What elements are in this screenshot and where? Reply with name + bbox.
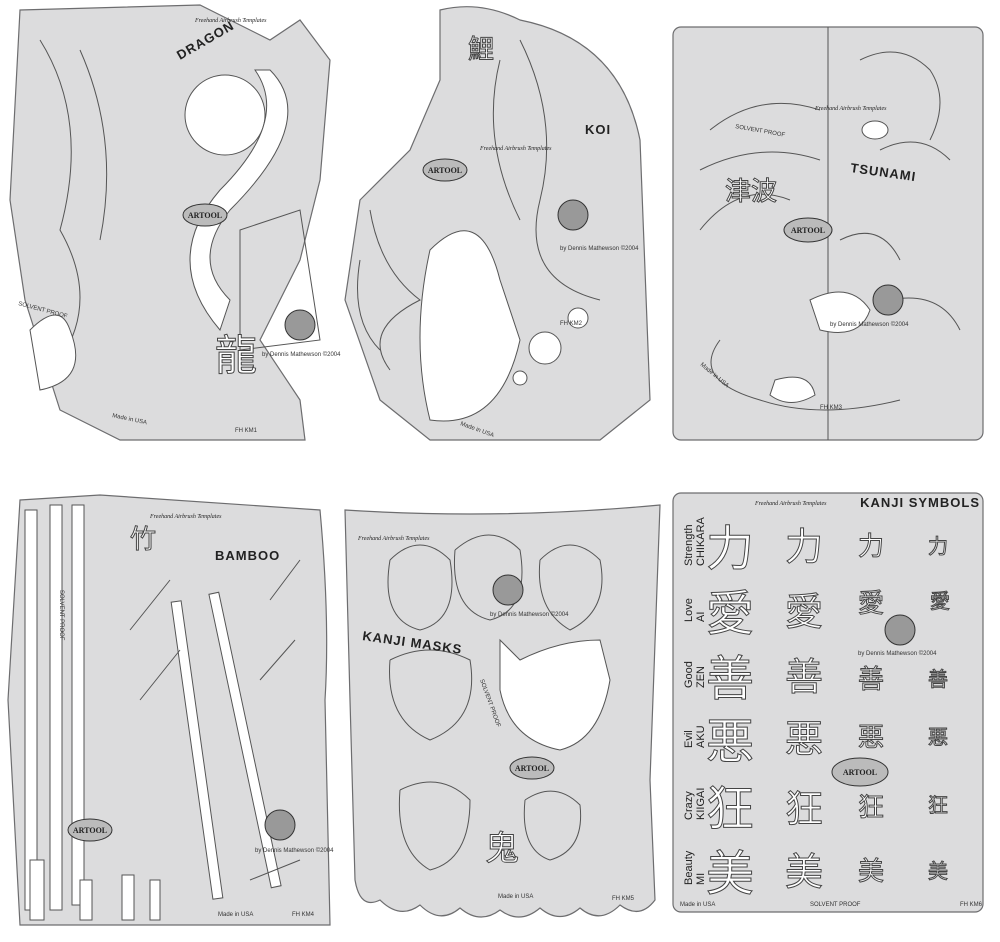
- kanji-glyph: 鬼: [485, 829, 519, 869]
- author-credit: by Dennis Mathewson ©2004: [255, 847, 334, 854]
- freehand-logo: Freehand Airbrush Templates: [194, 18, 267, 24]
- symbol-english: Good: [683, 661, 695, 688]
- symbol-english: Strength: [683, 524, 695, 566]
- symbol-english: Beauty: [683, 850, 695, 885]
- seal-logo: [264, 809, 296, 841]
- kanji-glyph: 力: [858, 532, 884, 562]
- artool-logo-text: ARTOOL: [515, 764, 549, 773]
- artool-logo: [67, 818, 113, 842]
- symbol-row-evil: Evil AKU 悪 悪 悪 悪: [683, 714, 949, 771]
- seal-logo: [557, 199, 589, 231]
- kanji-glyph: 狂: [928, 793, 948, 817]
- kanji-glyph: 美: [706, 846, 754, 902]
- kanji-glyph: 竹: [130, 525, 156, 555]
- kanji-glyph: 愛: [785, 590, 823, 634]
- product-code: FH KM6: [960, 902, 983, 908]
- panel-title: KOI: [585, 122, 611, 137]
- artool-logo-text: ARTOOL: [843, 768, 877, 777]
- kanji-glyph: 美: [928, 859, 948, 883]
- artool-logo-text: ARTOOL: [791, 226, 825, 235]
- artool-logo: [831, 757, 889, 787]
- artool-logo: [783, 217, 833, 243]
- freehand-logo: Freehand Airbrush Templates: [479, 146, 552, 152]
- seal-logo: [284, 309, 316, 341]
- symbol-row-crazy: Crazy KIIGAI 狂 狂 狂 狂: [683, 781, 949, 838]
- product-code: FH KM1: [235, 428, 258, 434]
- panel-kanji-masks: ARTOOL Freehand Airbrush Templates KANJI…: [344, 504, 661, 918]
- author-credit: by Dennis Mathewson ©2004: [490, 611, 569, 618]
- made-in-label: Made in USA: [498, 894, 533, 900]
- symbol-romaji: KIIGAI: [695, 788, 707, 820]
- product-code: FH KM4: [292, 912, 315, 918]
- freehand-logo: Freehand Airbrush Templates: [149, 514, 222, 520]
- kanji-glyph: 美: [785, 850, 823, 894]
- kanji-glyph: 狂: [706, 781, 754, 837]
- symbol-row-strength: Strength CHIKARA 力 力 力 力: [683, 516, 949, 577]
- kanji-glyph: 龍: [215, 331, 257, 380]
- panel-dragon: ARTOOL Freehand Airbrush Templates DRAGO…: [9, 4, 341, 441]
- kanji-glyph: 愛: [706, 586, 754, 642]
- author-credit: by Dennis Mathewson ©2004: [560, 245, 639, 252]
- artool-logo-text: ARTOOL: [188, 211, 222, 220]
- kanji-glyph: 力: [785, 525, 823, 569]
- symbol-romaji: AKU: [695, 725, 707, 748]
- author-credit: by Dennis Mathewson ©2004: [858, 650, 937, 657]
- product-code: FH KM3: [820, 405, 843, 411]
- panel-bamboo: ARTOOL Freehand Airbrush Templates BAMBO…: [7, 494, 334, 926]
- symbol-romaji: AI: [695, 612, 707, 622]
- symbol-romaji: MI: [695, 873, 707, 885]
- symbol-english: Evil: [683, 730, 695, 748]
- panel-title: KANJI SYMBOLS: [860, 495, 980, 510]
- freehand-logo: Freehand Airbrush Templates: [754, 501, 827, 507]
- kanji-glyph: 悪: [928, 725, 948, 749]
- kanji-glyph: 愛: [858, 589, 884, 619]
- kanji-glyph: 狂: [858, 793, 884, 823]
- author-credit: by Dennis Mathewson ©2004: [262, 351, 341, 358]
- symbol-row-good: Good ZEN 善 善 善 善: [683, 651, 949, 708]
- made-in-label: Made in USA: [680, 902, 715, 908]
- symbol-romaji: ZEN: [695, 666, 707, 688]
- product-code: FH KM5: [612, 896, 635, 902]
- author-credit: by Dennis Mathewson ©2004: [830, 321, 909, 328]
- kanji-glyph: 狂: [785, 787, 823, 831]
- solvent-proof-label: SOLVENT PROOF: [810, 902, 861, 908]
- seal-logo: [872, 284, 904, 316]
- kanji-glyph: 津波: [725, 177, 777, 207]
- kanji-glyph: 善: [928, 667, 948, 691]
- kanji-glyph: 力: [706, 521, 754, 577]
- made-in-label: Made in USA: [218, 912, 253, 918]
- panel-tsunami: ARTOOL Freehand Airbrush Templates TSUNA…: [672, 26, 984, 441]
- symbol-romaji: CHIKARA: [695, 516, 707, 566]
- kanji-glyph: 悪: [785, 717, 823, 761]
- seal-logo: [492, 574, 524, 606]
- kanji-glyph: 悪: [858, 723, 884, 753]
- product-code: FH KM2: [560, 321, 583, 327]
- artool-logo-text: ARTOOL: [73, 826, 107, 835]
- freehand-logo: Freehand Airbrush Templates: [814, 106, 887, 112]
- artool-logo-text: ARTOOL: [428, 166, 462, 175]
- panel-kanji-symbols: ARTOOL Freehand Airbrush Templates KANJI…: [672, 492, 984, 913]
- kanji-glyph: 善: [858, 665, 884, 695]
- symbol-english: Love: [683, 598, 695, 622]
- symbol-english: Crazy: [683, 791, 695, 820]
- seal-logo: [884, 614, 916, 646]
- panel-title: BAMBOO: [215, 548, 280, 563]
- kanji-glyph: 善: [706, 651, 754, 707]
- symbol-row-love: Love AI 愛 愛 愛 愛: [683, 586, 951, 643]
- kanji-glyph: 善: [785, 655, 823, 699]
- kanji-glyph: 鯉: [468, 35, 494, 65]
- panel-koi: ARTOOL Freehand Airbrush Templates 鯉 KOI…: [344, 6, 651, 441]
- artool-logo: [182, 203, 228, 227]
- kanji-glyph: 力: [928, 534, 948, 558]
- kanji-glyph: 悪: [706, 714, 754, 770]
- artool-logo: [509, 756, 555, 780]
- symbol-row-beauty: Beauty MI 美 美 美 美: [683, 846, 949, 903]
- kanji-glyph: 愛: [930, 589, 950, 613]
- kanji-glyph: 美: [858, 857, 884, 887]
- artool-logo: [422, 158, 468, 182]
- solvent-proof-label: SOLVENT PROOF: [58, 590, 64, 641]
- freehand-logo: Freehand Airbrush Templates: [357, 536, 430, 542]
